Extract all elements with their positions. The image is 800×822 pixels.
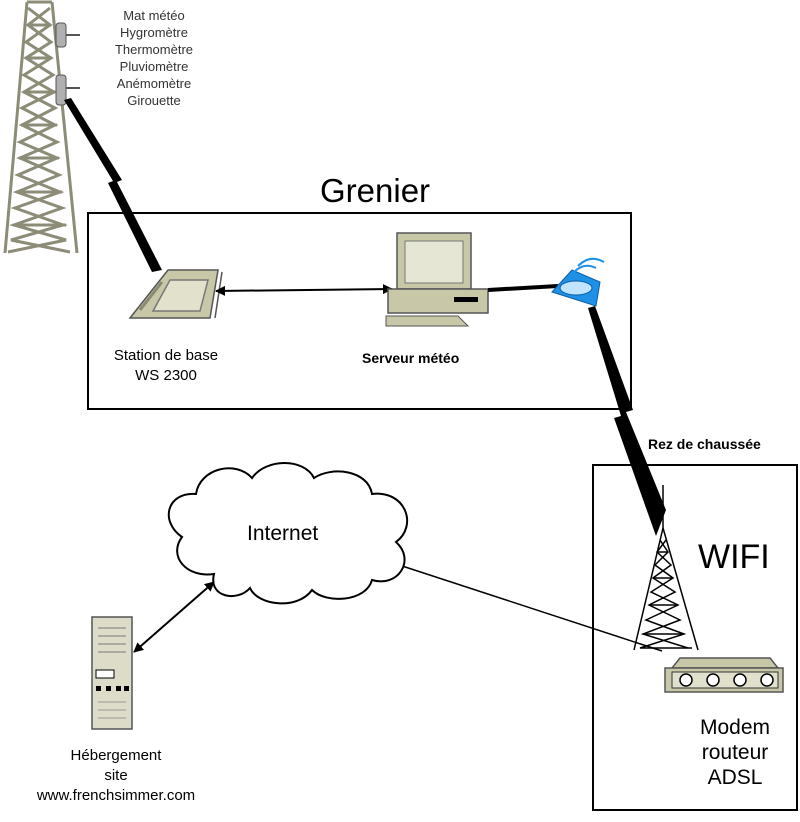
hosting-line2: site (104, 767, 128, 784)
wireless-link-wifi (588, 306, 666, 536)
wireless-link-mast (64, 98, 162, 272)
hosting-line1: Hébergement (70, 747, 162, 764)
attic-title: Grenier (320, 172, 431, 209)
ground-floor-title: Rez de chaussée (648, 436, 761, 452)
internet-cloud-icon (167, 462, 408, 605)
mast-sensor-labels: Mat météo Hygromètre Thermomètre Pluviom… (104, 7, 204, 109)
base-station-label: Station de base WS 2300 (96, 346, 236, 386)
ground-floor-frame (592, 464, 798, 811)
mast-label: Mat météo (123, 8, 185, 23)
wifi-antenna-icon (633, 485, 699, 651)
hosting-server-icon (91, 616, 133, 730)
server-computer-icon (385, 232, 489, 327)
wind-vane-label: Girouette (127, 93, 181, 108)
link-hosting-internet (133, 581, 215, 653)
anemometer-label: Anémomètre (116, 76, 192, 91)
modem-line1: Modem (699, 716, 771, 739)
thermometer-label: Thermomètre (114, 42, 194, 57)
sensor-icon (55, 22, 80, 106)
modem-label: Modem routeur ADSL (685, 715, 785, 790)
attic-frame (87, 212, 632, 410)
link-base-server (215, 284, 393, 296)
hosting-url: www.frenchsimmer.com (36, 787, 196, 804)
cable-server-adapter (487, 284, 559, 292)
internet-label: Internet (247, 522, 319, 545)
wifi-label: WIFI (698, 538, 770, 576)
server-label: Serveur météo (362, 350, 460, 366)
base-station-icon (128, 269, 223, 319)
rain-gauge-label: Pluviomètre (119, 59, 189, 74)
hosting-label: Hébergement site www.frenchsimmer.com (8, 746, 224, 806)
hygrometer-label: Hygromètre (120, 25, 188, 40)
link-modem-internet (392, 561, 663, 652)
wifi-adapter-icon (551, 257, 605, 307)
base-station-model: WS 2300 (135, 367, 197, 384)
base-station-name: Station de base (113, 347, 219, 364)
modem-line3: ADSL (707, 766, 763, 789)
modem-line2: routeur (701, 741, 769, 764)
modem-router-icon (664, 657, 784, 693)
